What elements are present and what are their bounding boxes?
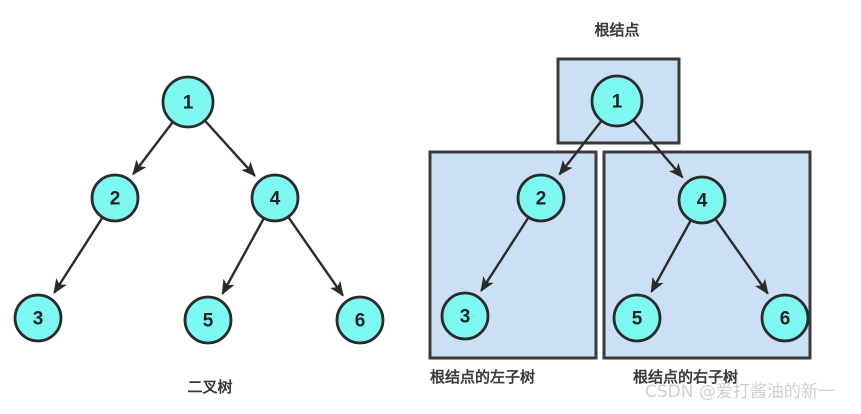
node-circle bbox=[161, 75, 215, 129]
node-label: 2 bbox=[110, 189, 121, 210]
tree-edge bbox=[53, 212, 107, 294]
tree-edge bbox=[711, 214, 769, 295]
node-label: 4 bbox=[697, 191, 708, 212]
tree-node-6: 6 bbox=[760, 293, 810, 343]
tree-node-6: 6 bbox=[335, 295, 385, 345]
node-circle bbox=[516, 173, 566, 223]
tree-node-4: 4 bbox=[677, 175, 727, 225]
tree-node-5: 5 bbox=[183, 295, 233, 345]
tree-edge bbox=[480, 212, 533, 292]
node-circle bbox=[612, 293, 662, 343]
node-label: 6 bbox=[355, 311, 366, 332]
tree-node-3: 3 bbox=[440, 291, 490, 341]
tree-edge bbox=[200, 116, 256, 177]
tree-edge bbox=[221, 213, 268, 295]
left-subtree-caption: 根结点的左子树 bbox=[430, 368, 535, 386]
right-subtree-caption: 根结点的右子树 bbox=[633, 368, 738, 386]
tree-edge bbox=[650, 215, 695, 293]
node-circle bbox=[760, 293, 810, 343]
node-label: 4 bbox=[270, 189, 281, 210]
node-circle bbox=[250, 173, 300, 223]
node-circle bbox=[13, 293, 63, 343]
tree-edge bbox=[284, 212, 344, 297]
root-node-title: 根结点 bbox=[594, 21, 639, 39]
tree-node-1: 1 bbox=[590, 74, 644, 128]
node-circle bbox=[183, 295, 233, 345]
node-label: 1 bbox=[183, 93, 194, 114]
node-circle bbox=[335, 295, 385, 345]
right-diagram: 1 2 4 3 5 6 根结点 根结点的左子树 根结点的右子树 bbox=[428, 21, 812, 386]
node-circle bbox=[590, 74, 644, 128]
node-label: 6 bbox=[780, 309, 791, 330]
node-label: 3 bbox=[460, 307, 471, 328]
left-diagram: 1 2 4 3 5 6 二叉树 bbox=[13, 75, 385, 396]
tree-node-2: 2 bbox=[90, 173, 140, 223]
tree-node-5: 5 bbox=[612, 293, 662, 343]
node-label: 2 bbox=[536, 189, 547, 210]
tree-edge bbox=[629, 115, 684, 179]
node-label: 5 bbox=[203, 311, 214, 332]
tree-node-4: 4 bbox=[250, 173, 300, 223]
right-diagram-nodes: 1 2 4 3 5 6 bbox=[440, 74, 810, 343]
node-label: 1 bbox=[612, 92, 623, 113]
tree-node-2: 2 bbox=[516, 173, 566, 223]
node-circle bbox=[90, 173, 140, 223]
tree-edge bbox=[132, 117, 177, 176]
node-label: 3 bbox=[33, 309, 44, 330]
left-diagram-nodes: 1 2 4 3 5 6 bbox=[13, 75, 385, 345]
node-label: 5 bbox=[632, 309, 643, 330]
csdn-watermark: CSDN @爱打酱油的新一 bbox=[645, 382, 835, 402]
left-diagram-edges bbox=[53, 116, 344, 297]
tree-edge bbox=[558, 116, 606, 176]
tree-node-3: 3 bbox=[13, 293, 63, 343]
left-diagram-caption: 二叉树 bbox=[187, 378, 232, 396]
tree-node-1: 1 bbox=[161, 75, 215, 129]
node-circle bbox=[677, 175, 727, 225]
right-diagram-edges bbox=[480, 115, 769, 295]
node-circle bbox=[440, 291, 490, 341]
